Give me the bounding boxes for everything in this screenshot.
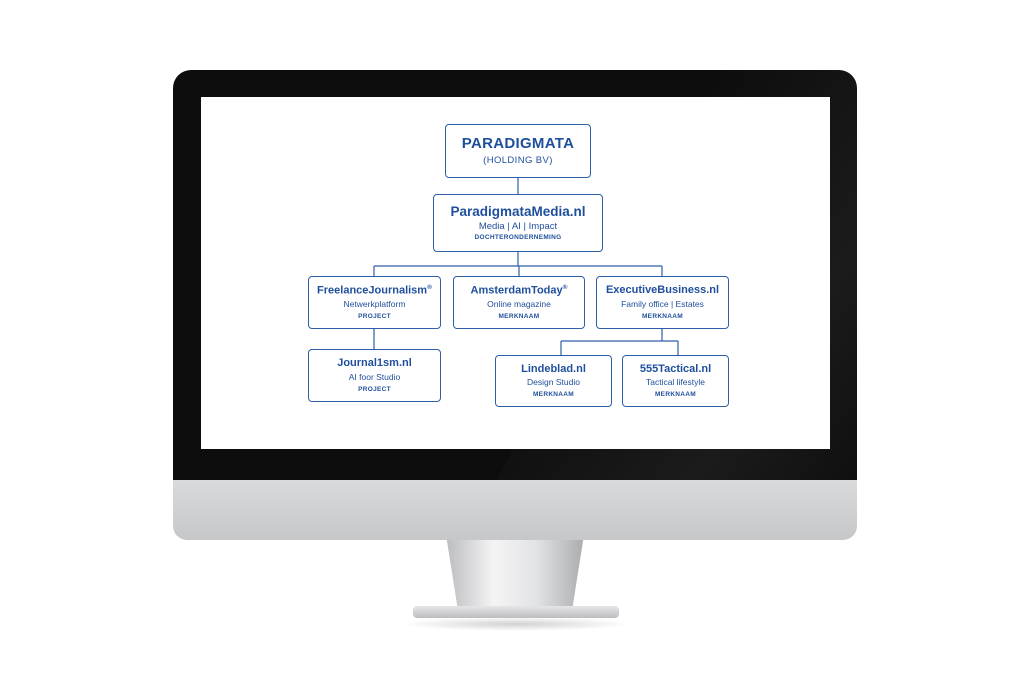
node-tag: DOCHTERONDERNEMING (474, 234, 562, 242)
monitor-screen: PARADIGMATA (HOLDING BV) ParadigmataMedi… (201, 97, 830, 449)
node-name: ParadigmataMedia.nl (450, 203, 586, 219)
node-name: ExecutiveBusiness.nl (605, 284, 720, 297)
node-tag: MERKNAAM (532, 391, 575, 399)
node-paradigmata-holding: PARADIGMATA (HOLDING BV) (445, 124, 591, 178)
node-desc: Netwerkplatform (343, 299, 406, 310)
monitor-stand-foot (413, 606, 619, 618)
node-desc: Family office | Estates (621, 298, 704, 309)
node-name-text: FreelanceJournalism (317, 284, 428, 297)
node-desc: AI foor Studio (348, 371, 401, 382)
node-paradigmata-media: ParadigmataMedia.nl Media | AI | Impact … (433, 194, 603, 252)
node-name: 555Tactical.nl (639, 362, 712, 375)
node-journal1sm: Journal1sm.nl AI foor Studio PROJECT (308, 349, 441, 402)
node-name: PARADIGMATA (461, 135, 575, 153)
node-executive-business: ExecutiveBusiness.nl Family office | Est… (596, 276, 729, 329)
node-name: AmsterdamToday® (471, 284, 568, 297)
registered-mark: ® (562, 283, 568, 291)
node-tag: MERKNAAM (654, 391, 697, 399)
monitor-stand-neck (446, 540, 584, 612)
node-desc: (HOLDING BV) (483, 154, 553, 166)
node-name-text: AmsterdamToday (470, 284, 563, 297)
monitor-foot-shadow (400, 617, 632, 631)
node-tag: MERKNAAM (498, 312, 540, 320)
node-555tactical: 555Tactical.nl Tactical lifestyle MERKNA… (622, 355, 729, 407)
node-name: Journal1sm.nl (337, 357, 412, 370)
node-lindeblad: Lindeblad.nl Design Studio MERKNAAM (495, 355, 612, 407)
node-name: FreelanceJournalism® (317, 284, 432, 297)
node-tag: PROJECT (358, 385, 391, 393)
node-amsterdam-today: AmsterdamToday® Online magazine MERKNAAM (453, 276, 585, 329)
node-tag: PROJECT (358, 312, 391, 320)
node-desc: Media | AI | Impact (478, 221, 558, 233)
node-freelance-journalism: FreelanceJournalism® Netwerkplatform PRO… (308, 276, 441, 329)
monitor-chin (173, 480, 857, 540)
node-desc: Online magazine (487, 299, 551, 310)
org-chart-connectors (373, 178, 679, 355)
registered-mark: ® (427, 283, 432, 291)
node-tag: MERKNAAM (641, 312, 684, 320)
node-name: Lindeblad.nl (521, 362, 586, 375)
node-desc: Design Studio (527, 377, 580, 388)
node-desc: Tactical lifestyle (645, 377, 706, 388)
